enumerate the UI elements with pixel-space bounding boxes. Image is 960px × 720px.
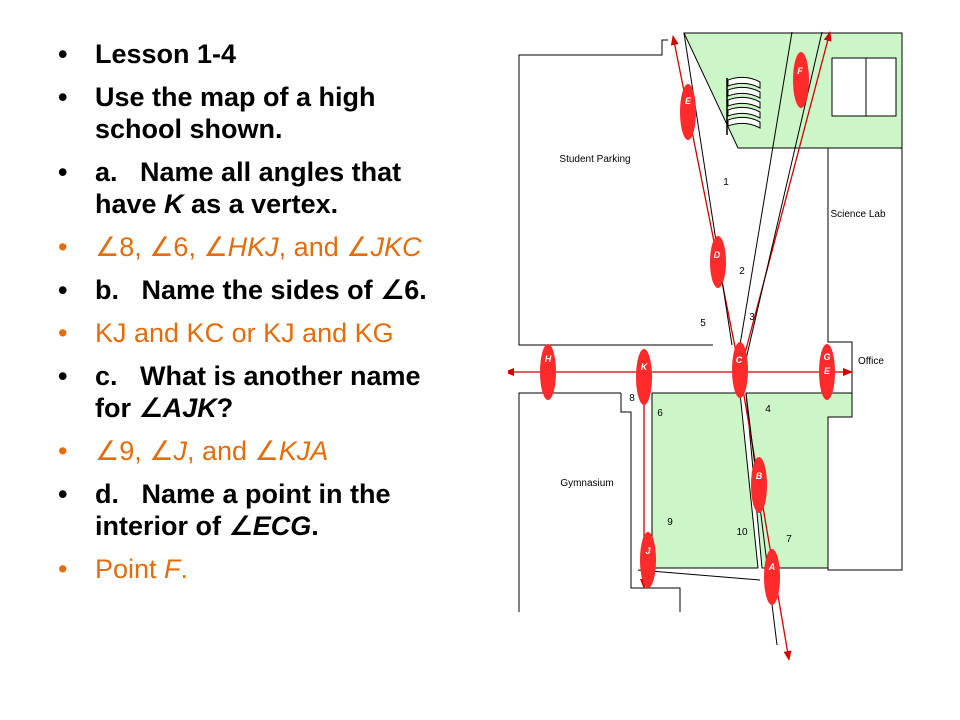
point-d-marker xyxy=(710,236,726,288)
point-b-label: B xyxy=(756,471,763,481)
bullet-list: •Lesson 1-4 •Use the map of a high schoo… xyxy=(58,38,458,596)
flag-icon xyxy=(726,76,761,135)
bullet-answer-b: •KJ and KC or KJ and KG xyxy=(58,318,394,348)
road-parallel-line-1 xyxy=(734,31,793,376)
student-parking-label: Student Parking xyxy=(559,154,630,165)
school-map: Student Parking Science Lab Office Gymna… xyxy=(508,31,903,660)
point-h-marker xyxy=(540,344,556,400)
bullet-question-d: •d. Name a point in the interior of ∠ECG… xyxy=(58,479,391,541)
point-e-label: E xyxy=(685,96,692,106)
point-f-marker xyxy=(793,52,809,108)
science-lab-label: Science Lab xyxy=(830,209,885,220)
angle-label: 5 xyxy=(700,318,706,329)
south-green-area xyxy=(651,392,759,569)
point-a-label: A xyxy=(768,562,776,572)
point-a-marker xyxy=(764,549,780,605)
bullet-answer-a: •∠8, ∠6, ∠HKJ, and ∠JKC xyxy=(58,232,422,262)
angle-label: 4 xyxy=(765,404,771,415)
point-e-marker xyxy=(680,84,696,140)
point-d-label: D xyxy=(714,250,721,260)
angle-label: 6 xyxy=(657,408,663,419)
point-k-marker xyxy=(636,349,652,405)
angle-label: 10 xyxy=(736,527,748,538)
gymnasium-notch xyxy=(620,393,681,612)
gymnasium-outline xyxy=(518,392,621,612)
bullet-question-c: •c. What is another name for ∠AJK? xyxy=(58,361,421,423)
angle-label: 3 xyxy=(749,312,755,323)
road-edge xyxy=(637,569,761,581)
science-lab-building xyxy=(827,147,903,571)
office-label: Office xyxy=(858,356,884,367)
bullet-answer-d: •Point F. xyxy=(58,554,189,584)
north-building-right xyxy=(865,57,897,117)
student-parking-outline xyxy=(518,39,713,346)
point-j-marker xyxy=(640,532,656,588)
angle-label: 9 xyxy=(667,517,673,528)
road-parallel-line-3 xyxy=(683,32,733,346)
gymnasium-label: Gymnasium xyxy=(560,478,613,489)
angle-label: 2 xyxy=(739,266,745,277)
ray-line-ca xyxy=(739,371,792,660)
bullet-answer-c: •∠9, ∠J, and ∠KJA xyxy=(58,436,329,466)
angle-label: 1 xyxy=(723,177,729,188)
point-c-marker xyxy=(732,342,748,398)
point-c-label: C xyxy=(736,355,743,365)
point-g-label: G xyxy=(823,352,830,362)
point-j-label: J xyxy=(645,546,651,556)
point-g-second-label: E xyxy=(824,366,831,376)
point-f-label: F xyxy=(797,66,803,76)
ray-line-cf xyxy=(739,31,832,373)
point-g-marker xyxy=(819,344,835,400)
angle-label: 7 xyxy=(786,534,792,545)
north-building-left xyxy=(831,57,867,117)
bullet-instruction: •Use the map of a high school shown. xyxy=(58,82,376,144)
bullet-question-b: •b. Name the sides of ∠6. xyxy=(58,275,427,305)
bullet-question-a: •a. Name all angles that have K as a ver… xyxy=(58,157,402,219)
bullet-lesson-title: •Lesson 1-4 xyxy=(58,39,237,69)
point-b-marker xyxy=(751,457,767,513)
point-h-label: H xyxy=(545,354,552,364)
angle-label: 8 xyxy=(629,393,635,404)
point-k-label: K xyxy=(641,362,649,372)
